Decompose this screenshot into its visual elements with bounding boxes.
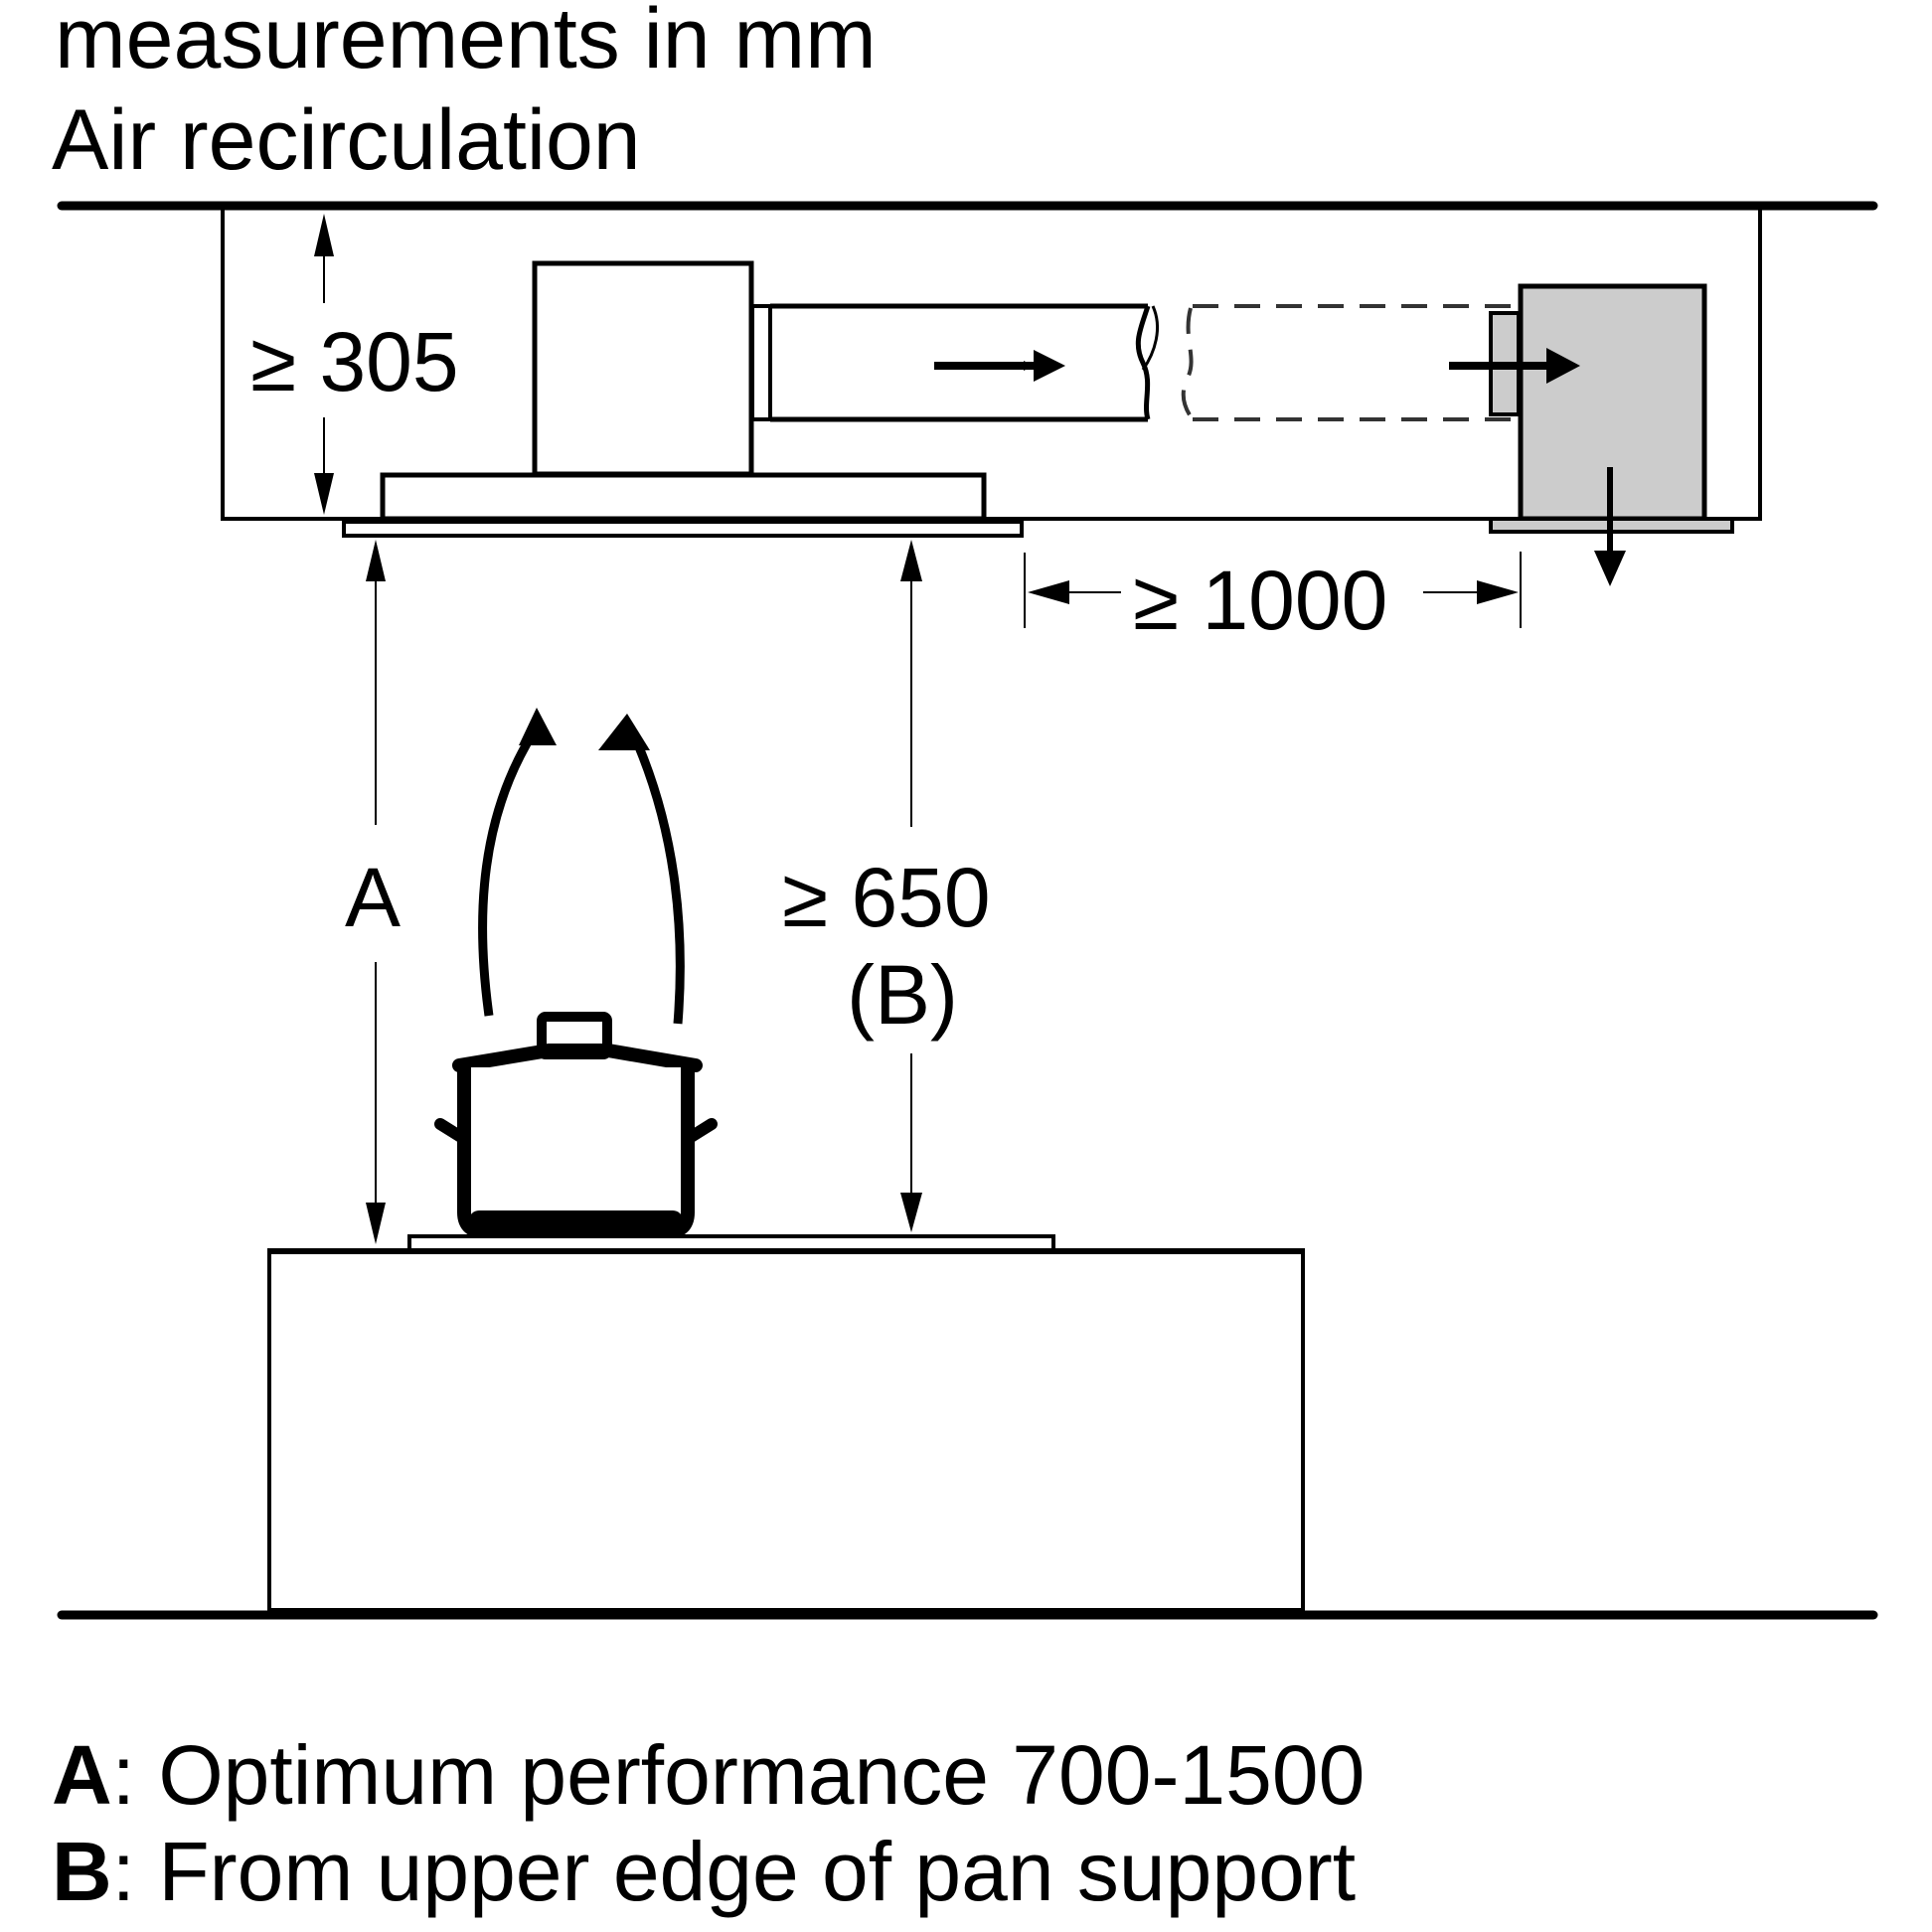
svg-text:A: Optimum performance 700-150: A: Optimum performance 700-1500 [52,1728,1365,1822]
hood-panel [342,520,1024,538]
hood-body [380,472,987,522]
dim-1000-arrow-right [1477,580,1519,604]
duct-connector [750,304,772,421]
dim-305-arrow-up [314,214,334,256]
dim-b-arrow-up [900,540,922,581]
dim-b-label: (B) [847,948,958,1042]
airflow-arrowhead-filter-in [1546,348,1580,384]
duct-break-mark [1141,305,1160,371]
dim-a-arrow-down [366,1203,386,1244]
base-cabinet [267,1248,1305,1612]
legend-text-b: : From upper edge of pan support [112,1825,1356,1918]
dim-a-label: A [345,851,401,944]
legend-text-a: : Optimum performance 700-1500 [112,1728,1366,1822]
steam-arrow-left [478,727,539,1017]
ceiling-recess [221,209,1762,521]
header-units: measurements in mm [55,0,877,86]
header-mode: Air recirculation [52,92,641,188]
steam-arrow-right [629,733,685,1025]
dim-b-value: ≥ 650 [782,851,991,944]
airflow-arrowhead-duct [1034,350,1065,382]
dim-305-arrow-down [314,473,334,515]
dim-a-arrow-up [366,540,386,581]
cooktop [407,1234,1055,1252]
legend-item-a: A: Optimum performance 700-1500 [52,1728,1365,1822]
cooking-pot-icon [434,1012,718,1239]
steam-arrowhead-right [598,714,650,750]
duct-pipe [770,303,1151,422]
legend-item-b: B: From upper edge of pan support [52,1825,1356,1918]
dim-b-arrow-down [900,1193,922,1232]
legend-key-b: B [52,1825,112,1918]
svg-text:B: From upper edge of pan supp: B: From upper edge of pan support [52,1825,1356,1918]
dim-1000-arrow-left [1028,580,1069,604]
steam-arrowhead-left [519,708,557,745]
legend-key-a: A [52,1728,112,1822]
dim-1000-label: ≥ 1000 [1133,554,1387,647]
airflow-arrowhead-filter-out [1594,551,1626,586]
duct-extension-dashed [1181,304,1516,421]
hood-motor-housing [532,260,754,477]
dim-305-label: ≥ 305 [250,315,459,408]
